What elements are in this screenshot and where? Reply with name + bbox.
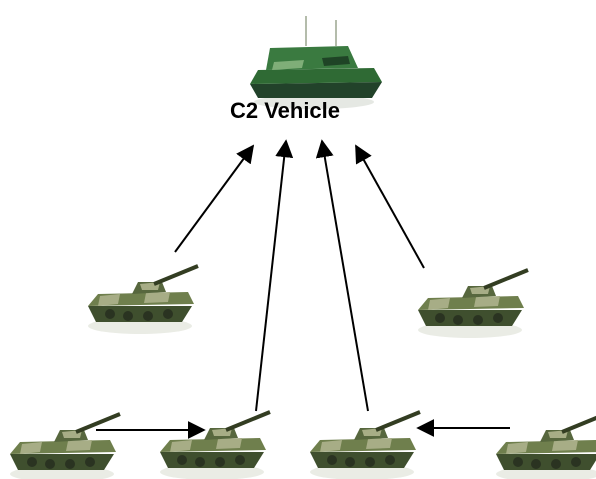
tank-icon: [158, 410, 272, 479]
tank-icon: [416, 268, 530, 340]
command-vehicle-icon: [249, 15, 383, 110]
arrow-edge: [174, 144, 255, 253]
arrow-edge: [255, 139, 294, 412]
tank-icon: [86, 264, 200, 336]
arrow-edge: [315, 139, 369, 412]
tank-icon: [8, 412, 122, 479]
c2-vehicle-label: C2 Vehicle: [229, 98, 341, 123]
tank-icon: [308, 410, 422, 479]
tank-icon: [494, 412, 596, 479]
arrow-edge: [355, 144, 425, 269]
